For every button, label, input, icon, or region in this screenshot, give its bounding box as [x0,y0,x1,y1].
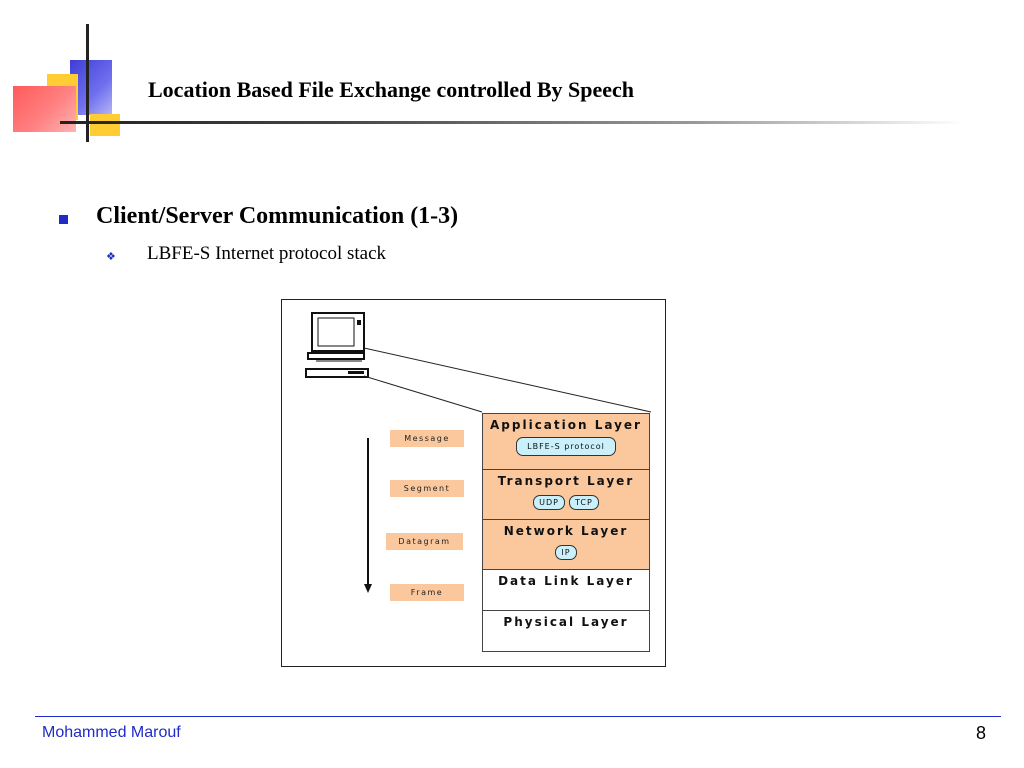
callout-line-top [363,347,652,413]
pdu-label-message: Message [390,430,464,447]
page-number: 8 [976,723,987,743]
slide-title: Location Based File Exchange controlled … [148,77,635,102]
protocol-badge: UDP [533,495,565,510]
pdu-label-segment: Segment [390,480,464,497]
square-bullet-icon [59,215,68,224]
logo-red-square [13,86,76,132]
title-rule [60,121,965,124]
callout-line-bottom [363,375,483,413]
footer-rule [35,716,1001,717]
layer-name: Network Layer [503,524,629,538]
bullet-heading: Client/Server Communication (1-3) [96,203,459,229]
protocol-badge: IP [555,545,577,560]
layer-name: Data Link Layer [498,574,634,588]
pdu-label-datagram: Datagram [386,533,463,550]
layer-stack: Application Layer LBFE-S protocol Transp… [482,413,650,652]
layer-physical: Physical Layer [482,611,650,652]
layer-application: Application Layer LBFE-S protocol [482,413,650,470]
layer-name: Physical Layer [503,615,629,629]
layer-network: Network Layer IP [482,520,650,570]
footer-author: Mohammed Marouf [42,724,181,741]
down-arrow-icon [364,438,372,593]
logo-vertical-line [86,24,89,142]
protocol-stack-figure: Message Segment Datagram Frame Applicati… [281,299,666,667]
diamond-bullet-icon: ❖ [106,251,116,263]
sub-bullet-text: LBFE-S Internet protocol stack [147,243,387,264]
layer-transport: Transport Layer UDP TCP [482,470,650,520]
figure-graphics [305,312,652,593]
logo-yellow-square-small [90,114,120,136]
pdu-label-frame: Frame [390,584,464,601]
layer-name: Application Layer [490,418,642,432]
layer-name: Transport Layer [497,474,635,488]
protocol-badge: LBFE-S protocol [516,437,616,456]
layer-data-link: Data Link Layer [482,570,650,611]
computer-icon [305,312,369,378]
protocol-badge: TCP [569,495,599,510]
